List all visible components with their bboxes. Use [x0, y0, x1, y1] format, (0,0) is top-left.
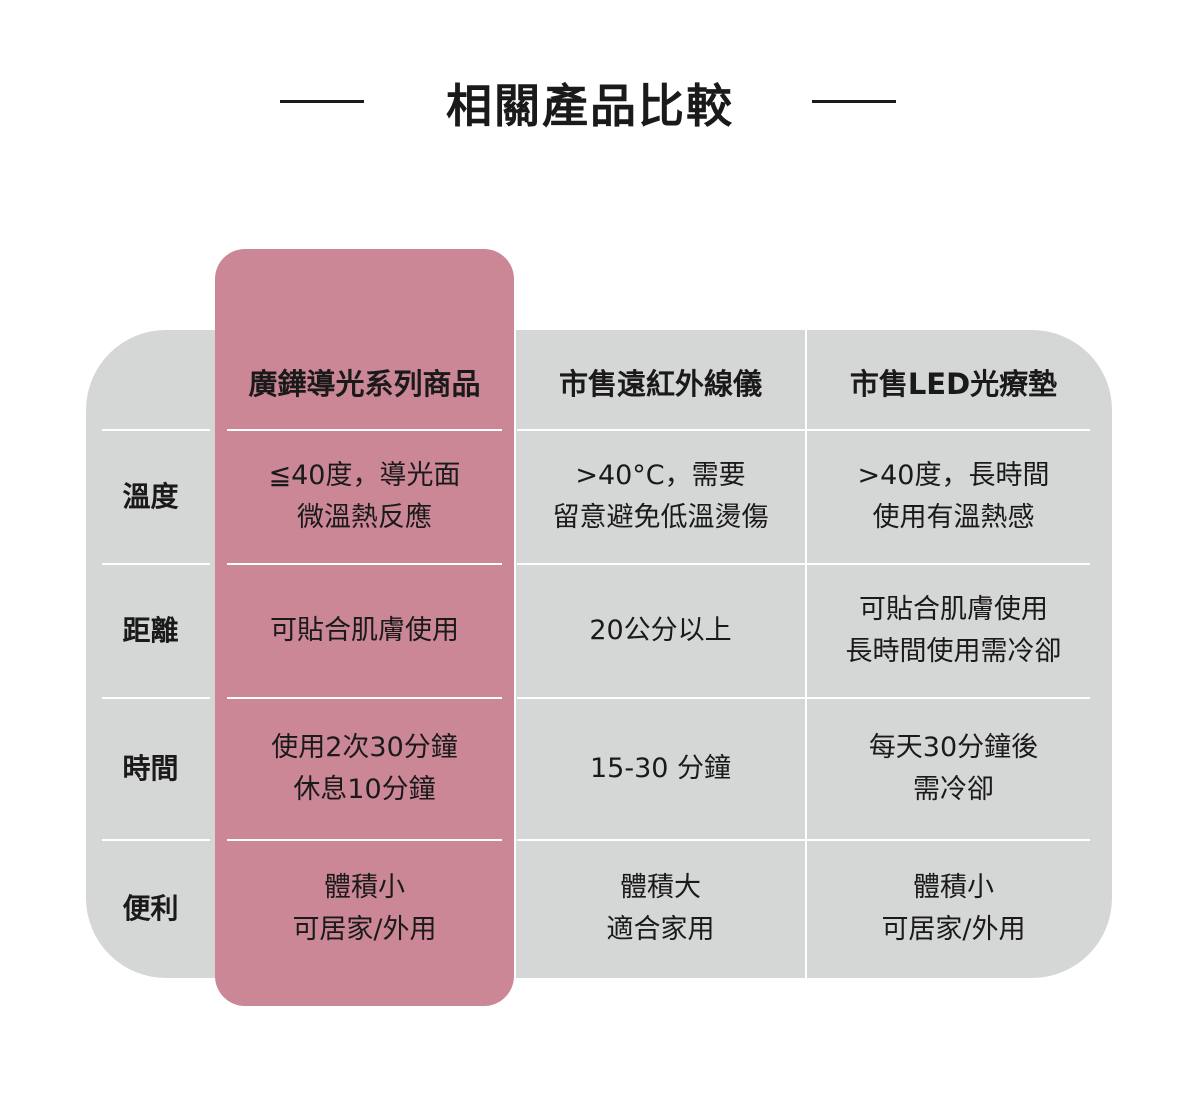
cell-text-line: 使用有溫熱感	[872, 502, 1035, 533]
cell-text-line: 15-30 分鐘	[589, 753, 732, 784]
row-label: 距離	[86, 564, 215, 698]
table-cell: 可貼合肌膚使用	[215, 564, 514, 698]
title-decor-line-left	[280, 100, 364, 103]
cell-text-line: >40°C，需要	[575, 460, 746, 491]
table-cell: 體積大適合家用	[516, 840, 805, 978]
table-cell: 體積小可居家/外用	[215, 840, 514, 978]
cell-text-line: 可居家/外用	[292, 914, 437, 945]
cell-text-line: 適合家用	[606, 914, 715, 945]
row-divider	[807, 697, 1090, 699]
row-label-text: 距離	[122, 614, 179, 647]
cell-text-line: 需冷卻	[913, 774, 994, 805]
cell-text-line: 留意避免低溫燙傷	[552, 502, 769, 533]
row-divider	[227, 839, 502, 841]
cell-text-line: ≦40度，導光面	[268, 460, 461, 491]
table-cell: 體積小可居家/外用	[807, 840, 1100, 978]
row-label-text: 溫度	[122, 480, 179, 513]
page-title: 相關產品比較	[446, 79, 734, 133]
column-header-text: 廣鏵導光系列商品	[248, 367, 481, 401]
column-divider	[805, 330, 807, 978]
row-divider	[102, 697, 210, 699]
table-cell: >40°C，需要留意避免低溫燙傷	[516, 430, 805, 564]
cell-text-line: 體積大	[620, 872, 701, 903]
cell-text-line: 20公分以上	[589, 615, 732, 646]
highlighted-column-background	[215, 249, 514, 1006]
row-label-text: 時間	[122, 752, 179, 785]
row-divider	[807, 563, 1090, 565]
row-divider	[807, 429, 1090, 431]
cell-text-line: 微溫熱反應	[297, 502, 432, 533]
table-cell: 可貼合肌膚使用長時間使用需冷卻	[807, 564, 1100, 698]
table-cell: 20公分以上	[516, 564, 805, 698]
table-cell: 每天30分鐘後需冷卻	[807, 698, 1100, 840]
cell-text-line: 可貼合肌膚使用	[859, 594, 1048, 625]
cell-text-line: >40度，長時間	[857, 460, 1050, 491]
column-header-text: 市售LED光療墊	[849, 367, 1058, 401]
row-divider	[102, 429, 210, 431]
row-divider	[517, 429, 805, 431]
row-divider	[517, 697, 805, 699]
table-cell: >40度，長時間使用有溫熱感	[807, 430, 1100, 564]
cell-text-line: 可貼合肌膚使用	[270, 615, 459, 646]
row-divider	[227, 429, 502, 431]
column-divider	[514, 330, 516, 978]
table-cell: 15-30 分鐘	[516, 698, 805, 840]
column-header-text: 市售遠紅外線儀	[558, 367, 762, 401]
row-divider	[227, 697, 502, 699]
row-divider	[517, 563, 805, 565]
table-cell: ≦40度，導光面微溫熱反應	[215, 430, 514, 564]
row-divider	[102, 563, 210, 565]
row-divider	[517, 839, 805, 841]
title-decor-line-right	[812, 100, 896, 103]
row-label-text: 便利	[122, 892, 179, 925]
cell-text-line: 長時間使用需冷卻	[845, 636, 1062, 667]
column-header: 市售遠紅外線儀	[516, 330, 805, 438]
cell-text-line: 體積小	[913, 872, 994, 903]
row-divider	[102, 839, 210, 841]
row-divider	[807, 839, 1090, 841]
cell-text-line: 使用2次30分鐘	[271, 732, 458, 763]
cell-text-line: 可居家/外用	[881, 914, 1026, 945]
row-label: 溫度	[86, 430, 215, 564]
row-divider	[227, 563, 502, 565]
table-cell: 使用2次30分鐘休息10分鐘	[215, 698, 514, 840]
row-label: 時間	[86, 698, 215, 840]
cell-text-line: 休息10分鐘	[293, 774, 436, 805]
cell-text-line: 每天30分鐘後	[868, 732, 1039, 763]
column-header: 廣鏵導光系列商品	[215, 330, 514, 438]
cell-text-line: 體積小	[324, 872, 405, 903]
column-header: 市售LED光療墊	[807, 330, 1100, 438]
row-label: 便利	[86, 840, 215, 978]
